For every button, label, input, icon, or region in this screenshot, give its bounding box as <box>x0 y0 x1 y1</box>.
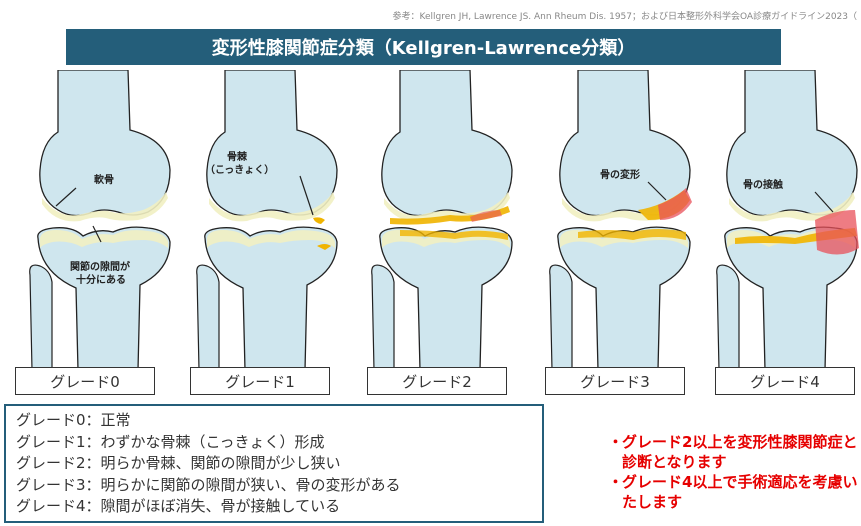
grade-label-4: グレード4 <box>715 367 855 395</box>
note-surgery: ・ グレード4以上で手術適応を考慮いたします <box>608 472 861 512</box>
page-title: 変形性膝関節症分類（Kellgren-Lawrence分類） <box>66 29 781 65</box>
osteophyte-label-1: 骨棘 <box>227 150 248 163</box>
deformity-label: 骨の変形 <box>600 168 640 181</box>
note-text: グレード4以上で手術適応を考慮いたします <box>622 472 861 512</box>
note-diagnosis: ・ グレード2以上を変形性膝関節症と診断となります <box>608 432 861 472</box>
cartilage-label: 軟骨 <box>94 173 114 186</box>
grade-description-box: グレード0：正常 グレード1：わずかな骨棘（こっきょく）形成 グレード2：明らか… <box>4 404 544 523</box>
reference-citation: 参考：Kellgren JH, Lawrence JS. Ann Rheum D… <box>392 9 857 22</box>
description-line: グレード0：正常 <box>16 410 532 432</box>
clinical-notes: ・ グレード2以上を変形性膝関節症と診断となります ・ グレード4以上で手術適応… <box>608 432 861 512</box>
contact-label: 骨の接触 <box>743 178 783 191</box>
description-line: グレード1：わずかな骨棘（こっきょく）形成 <box>16 432 532 454</box>
knee-grade-3: 骨の変形 <box>550 70 692 370</box>
knee-grade-1: 骨棘 （こっきょく） <box>197 70 337 370</box>
grade-label-1: グレード1 <box>190 367 330 395</box>
bullet: ・ <box>608 432 622 472</box>
description-line: グレード3：明らかに関節の隙間が狭い、骨の変形がある <box>16 475 532 497</box>
grade-labels: グレード0 グレード1 グレード2 グレード3 グレード4 <box>0 367 861 397</box>
grade-label-2: グレード2 <box>367 367 507 395</box>
knee-grade-2 <box>372 70 512 370</box>
joint-space-label-2: 十分にある <box>76 273 126 286</box>
grade-label-0: グレード0 <box>15 367 155 395</box>
knee-grade-4: 骨の接触 <box>717 70 859 370</box>
bullet: ・ <box>608 472 622 512</box>
osteophyte-label-2: （こっきょく） <box>205 163 274 176</box>
note-text: グレード2以上を変形性膝関節症と診断となります <box>622 432 861 472</box>
description-line: グレード4：隙間がほぼ消失、骨が接触している <box>16 496 532 518</box>
grade-label-3: グレード3 <box>545 367 685 395</box>
joint-space-label-1: 関節の隙間が <box>70 260 131 273</box>
knee-grade-0: 軟骨 関節の隙間が 十分にある <box>30 70 170 370</box>
description-line: グレード2：明らか骨棘、関節の隙間が少し狭い <box>16 453 532 475</box>
knee-illustrations: 軟骨 関節の隙間が 十分にある 骨棘 （こっきょく） 骨の変形 骨の接触 <box>0 70 861 370</box>
